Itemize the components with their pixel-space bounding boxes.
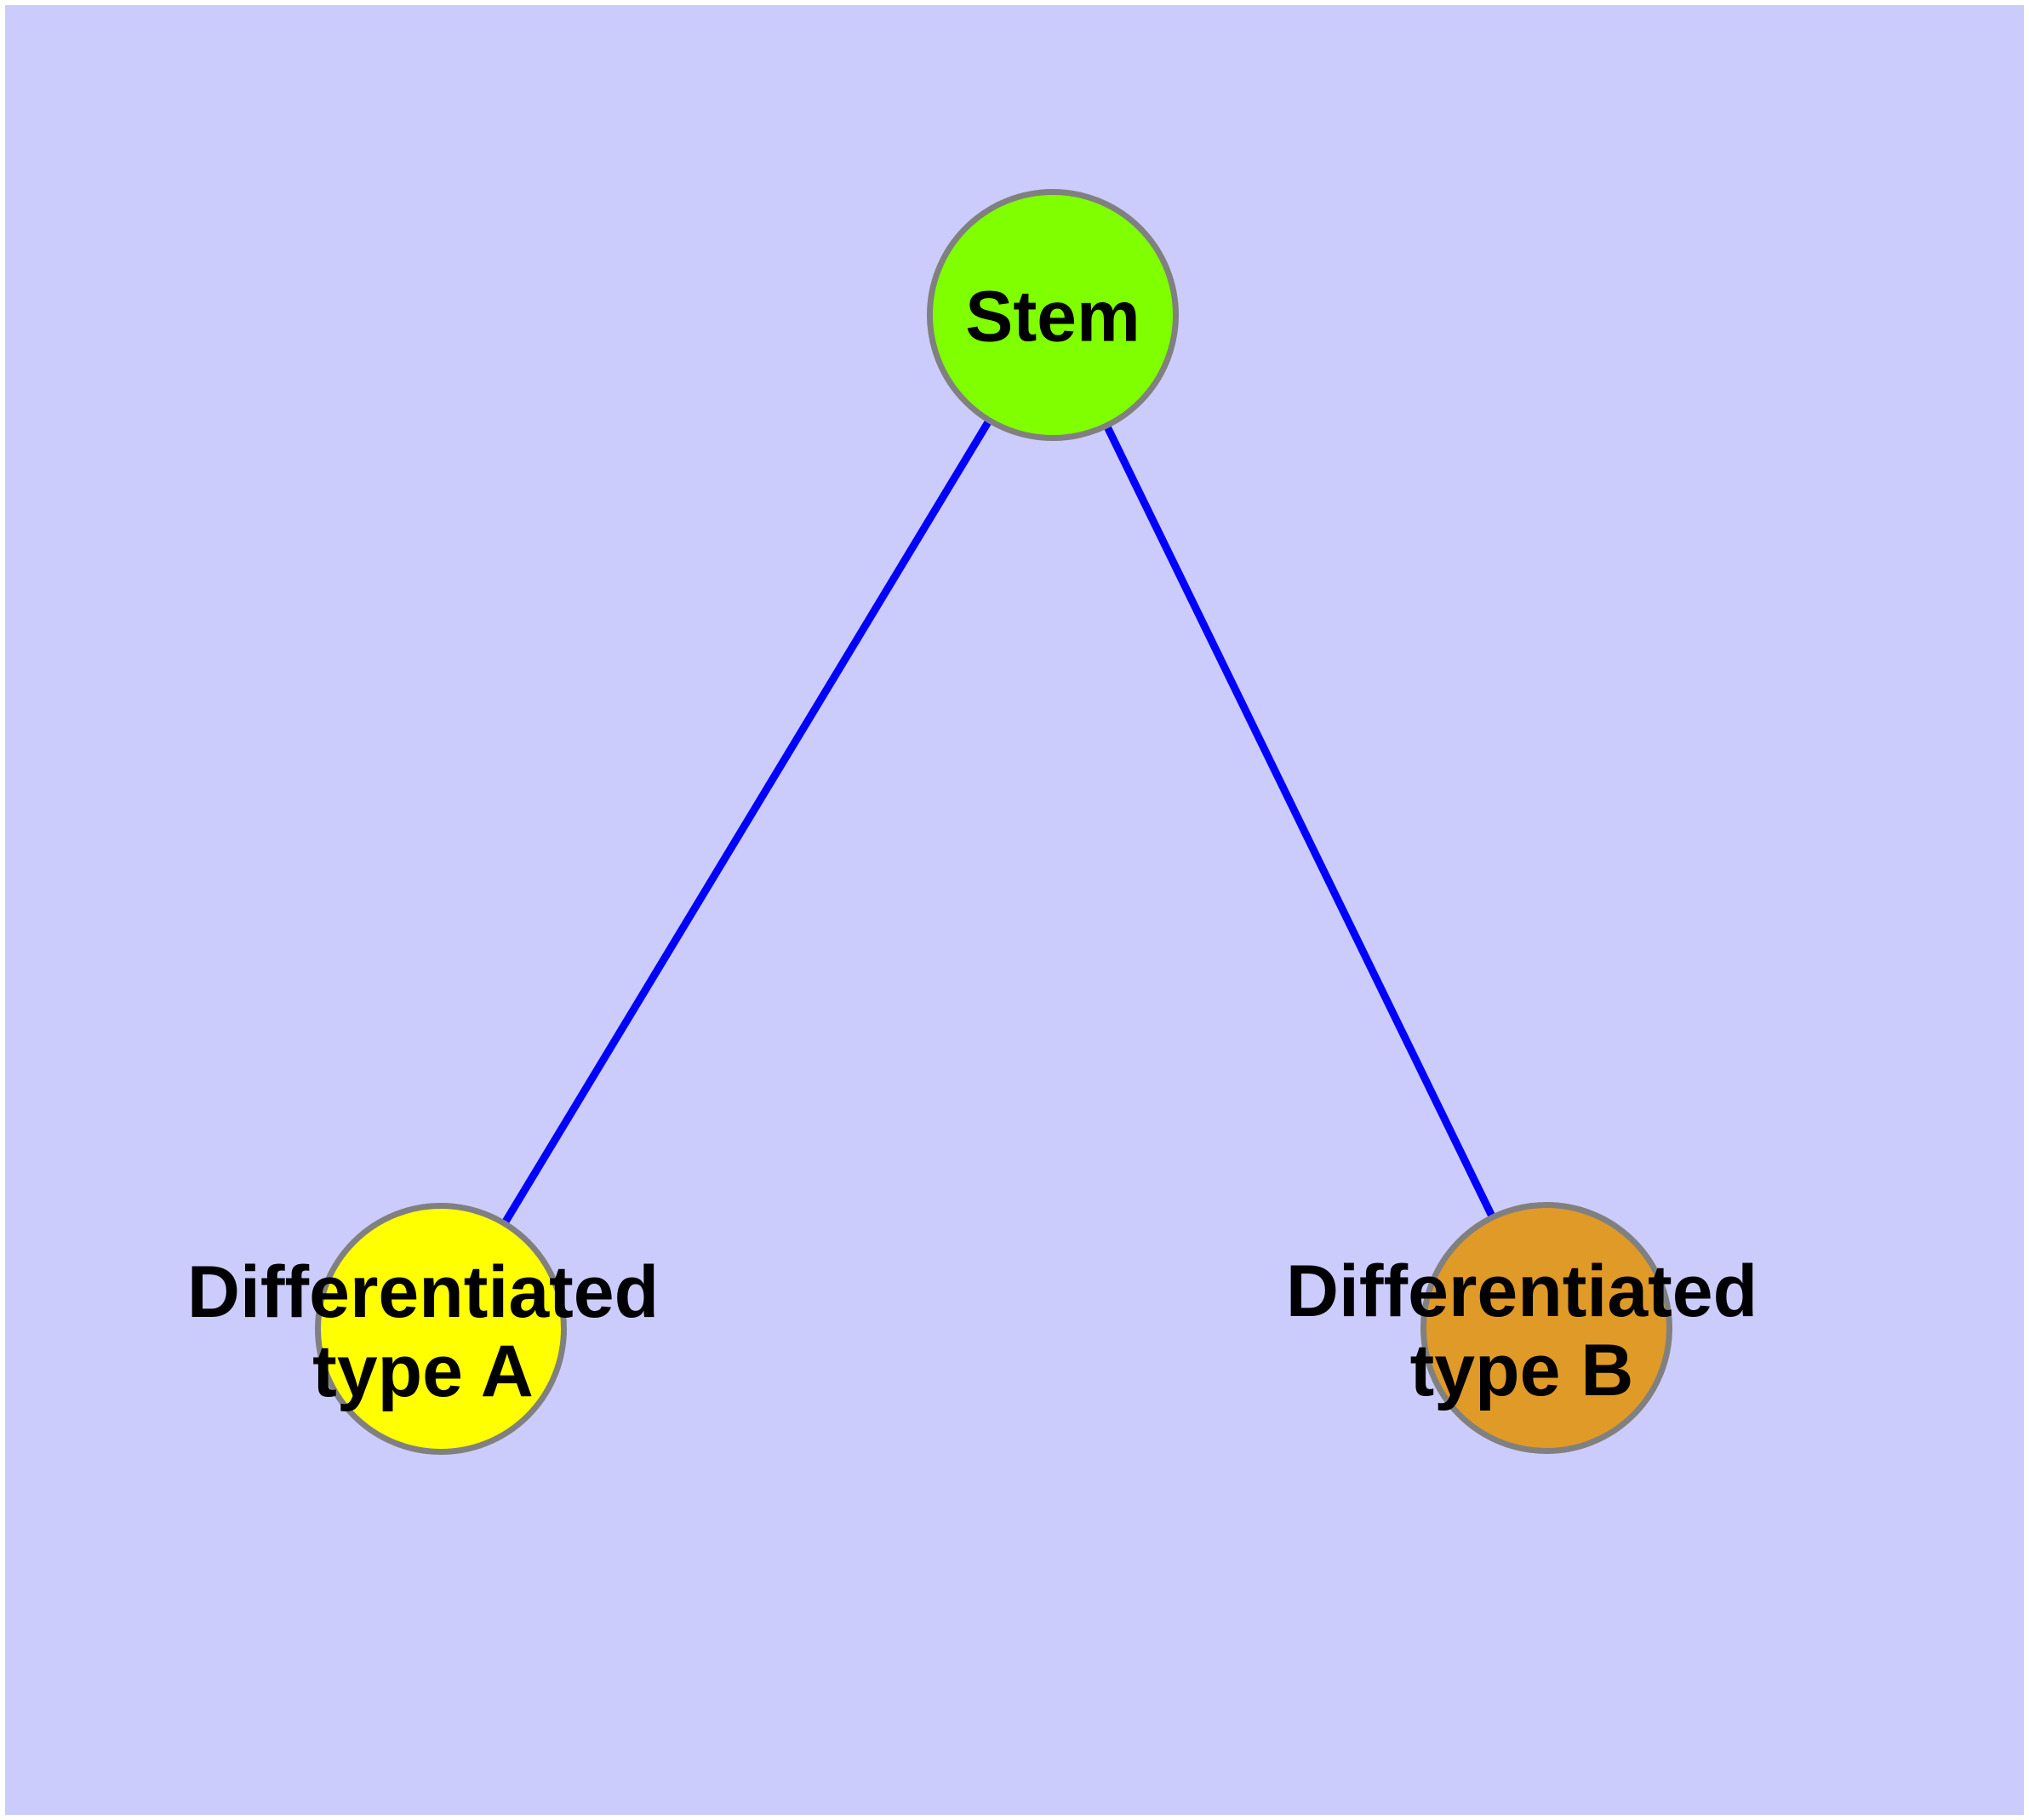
graph-edge (1049, 313, 1551, 1330)
graph-svg (315, 189, 1672, 1455)
edges-layer (437, 312, 1551, 1331)
graph-node-stem[interactable] (927, 189, 1179, 441)
graph-edge (437, 312, 1056, 1331)
graph-node-diff_b[interactable] (1420, 1202, 1672, 1454)
nodes-layer (315, 189, 1672, 1455)
graph-node-diff_a[interactable] (315, 1203, 567, 1455)
